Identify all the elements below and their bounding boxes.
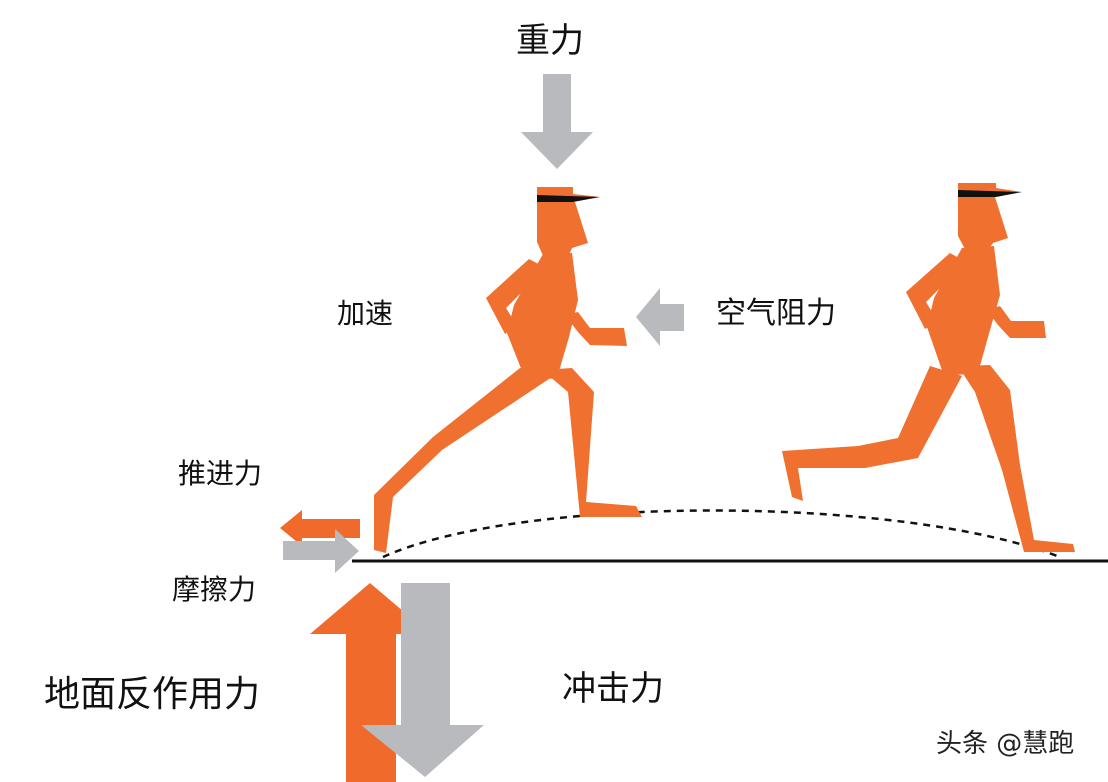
gravity-arrow xyxy=(521,74,593,169)
impact-force-label: 冲击力 xyxy=(562,669,664,709)
acceleration-label: 加速 xyxy=(337,297,394,330)
stride-trajectory-arc xyxy=(382,509,1061,559)
friction-arrow xyxy=(283,529,359,573)
friction-label: 摩擦力 xyxy=(172,573,257,606)
air-resistance-arrow xyxy=(636,288,684,346)
propulsion-arrow xyxy=(280,510,360,546)
propulsion-label: 推进力 xyxy=(178,457,263,490)
runner-1-silhouette xyxy=(374,187,642,553)
impact-force-arrow xyxy=(361,583,484,777)
ground-reaction-arrow xyxy=(310,583,430,782)
air-resistance-label: 空气阻力 xyxy=(716,296,836,331)
runner-2-silhouette xyxy=(782,183,1075,552)
gravity-label: 重力 xyxy=(516,21,584,61)
ground-reaction-label: 地面反作用力 xyxy=(44,674,261,715)
watermark: 头条 @慧跑 xyxy=(936,729,1075,759)
